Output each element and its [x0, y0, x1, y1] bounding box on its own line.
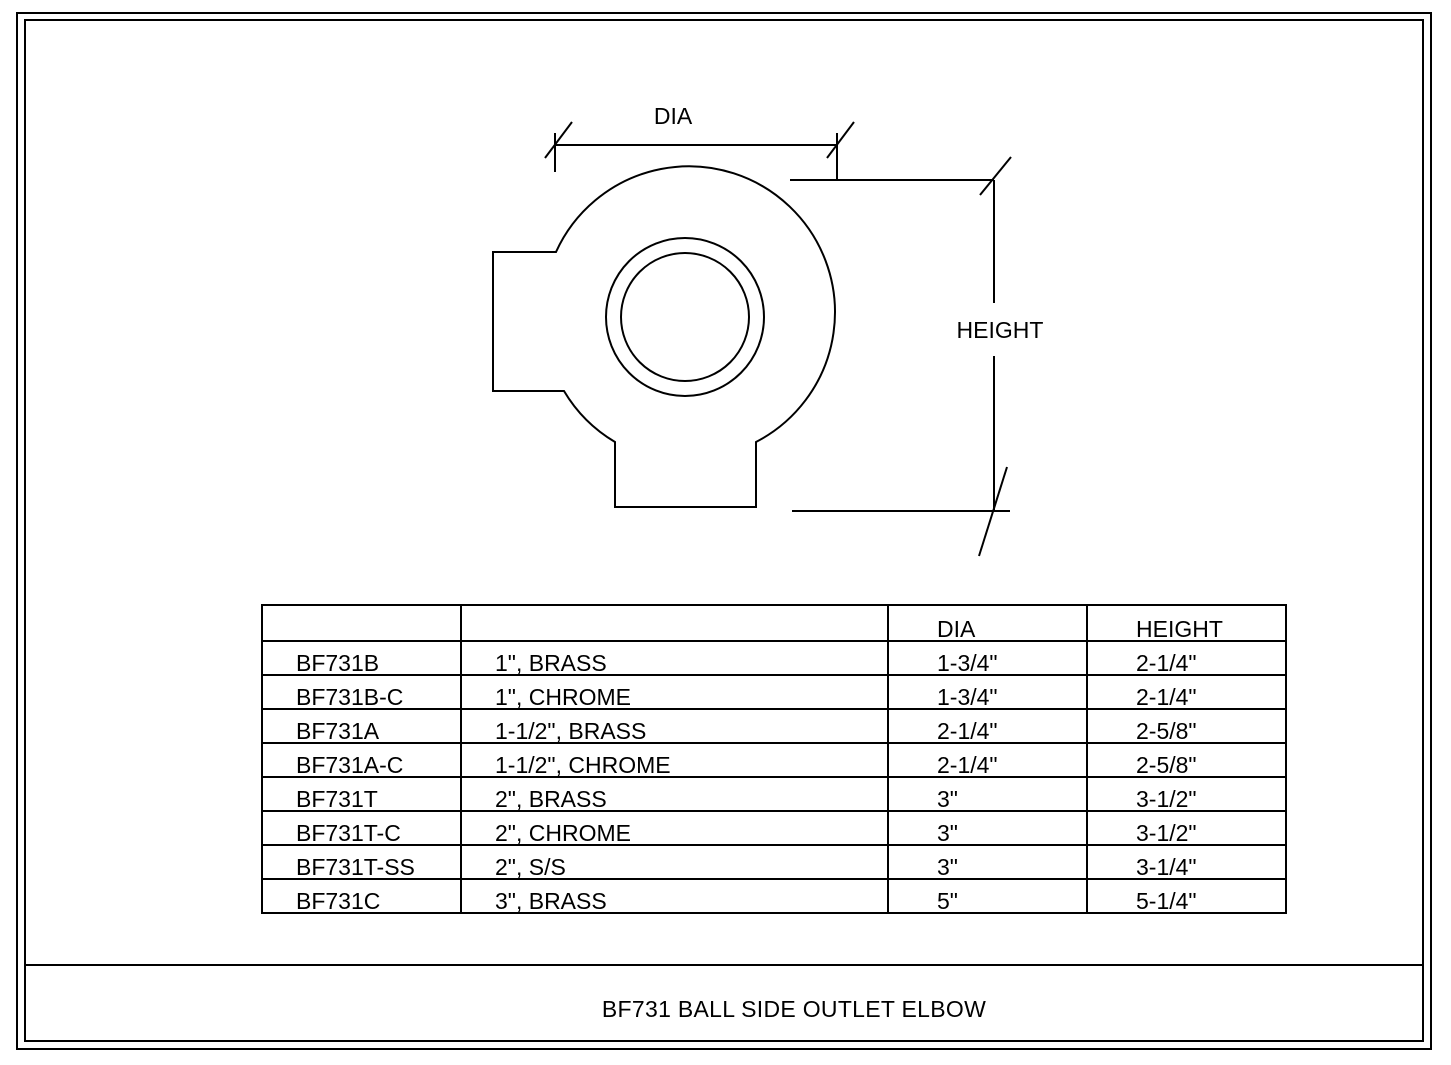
outer-bore-ring [605, 237, 765, 397]
dia-value: 3" [887, 844, 1088, 880]
description: 2", S/S [460, 844, 889, 880]
table-row: BF731A 1-1/2", BRASS 2-1/4" 2-5/8" [261, 708, 1287, 744]
header-dia: DIA [887, 604, 1088, 642]
description: 1", BRASS [460, 640, 889, 676]
table-row: BF731T-SS 2", S/S 3" 3-1/4" [261, 844, 1287, 880]
table-row: BF731T 2", BRASS 3" 3-1/2" [261, 776, 1287, 812]
dia-label: DIA [654, 103, 693, 129]
part-number: BF731T [261, 776, 462, 812]
outer-frame [16, 12, 1432, 1050]
description: 2", CHROME [460, 810, 889, 846]
dia-value: 5" [887, 878, 1088, 914]
height-label: HEIGHT [957, 317, 1044, 343]
height-value: 3-1/2" [1086, 776, 1287, 812]
part-number: BF731T-SS [261, 844, 462, 880]
dia-value: 2-1/4" [887, 708, 1088, 744]
header-height: HEIGHT [1086, 604, 1287, 642]
height-value: 2-1/4" [1086, 674, 1287, 710]
table-row: BF731B 1", BRASS 1-3/4" 2-1/4" [261, 640, 1287, 676]
part-number: BF731A [261, 708, 462, 744]
header-part [261, 604, 462, 642]
table-row: BF731B-C 1", CHROME 1-3/4" 2-1/4" [261, 674, 1287, 710]
height-value: 5-1/4" [1086, 878, 1287, 914]
table-row: BF731T-C 2", CHROME 3" 3-1/2" [261, 810, 1287, 846]
title-block-divider [24, 964, 1424, 966]
height-dimension: HEIGHT [790, 156, 1044, 557]
table-header-row: DIA HEIGHT [261, 604, 1287, 642]
height-value: 2-1/4" [1086, 640, 1287, 676]
part-number: BF731C [261, 878, 462, 914]
dia-value: 1-3/4" [887, 640, 1088, 676]
description: 1-1/2", BRASS [460, 708, 889, 744]
part-number: BF731B [261, 640, 462, 676]
part-number: BF731T-C [261, 810, 462, 846]
header-description [460, 604, 889, 642]
description: 3", BRASS [460, 878, 889, 914]
table-row: BF731A-C 1-1/2", CHROME 2-1/4" 2-5/8" [261, 742, 1287, 778]
part-number: BF731A-C [261, 742, 462, 778]
part-number: BF731B-C [261, 674, 462, 710]
description: 1-1/2", CHROME [460, 742, 889, 778]
description: 1", CHROME [460, 674, 889, 710]
inner-bore-ring [620, 252, 750, 382]
dia-dimension: DIA [544, 103, 855, 180]
height-value: 3-1/4" [1086, 844, 1287, 880]
height-value: 2-5/8" [1086, 708, 1287, 744]
table-row: BF731C 3", BRASS 5" 5-1/4" [261, 878, 1287, 914]
dia-value: 2-1/4" [887, 742, 1088, 778]
spec-table: DIA HEIGHT BF731B 1", BRASS 1-3/4" 2-1/4… [261, 604, 1287, 914]
dia-value: 3" [887, 810, 1088, 846]
dia-value: 3" [887, 776, 1088, 812]
drawing-title: BF731 BALL SIDE OUTLET ELBOW [601, 996, 987, 1022]
height-value: 3-1/2" [1086, 810, 1287, 846]
dia-value: 1-3/4" [887, 674, 1088, 710]
height-value: 2-5/8" [1086, 742, 1287, 778]
description: 2", BRASS [460, 776, 889, 812]
elbow-outline [492, 165, 836, 508]
inner-frame [24, 19, 1424, 1042]
